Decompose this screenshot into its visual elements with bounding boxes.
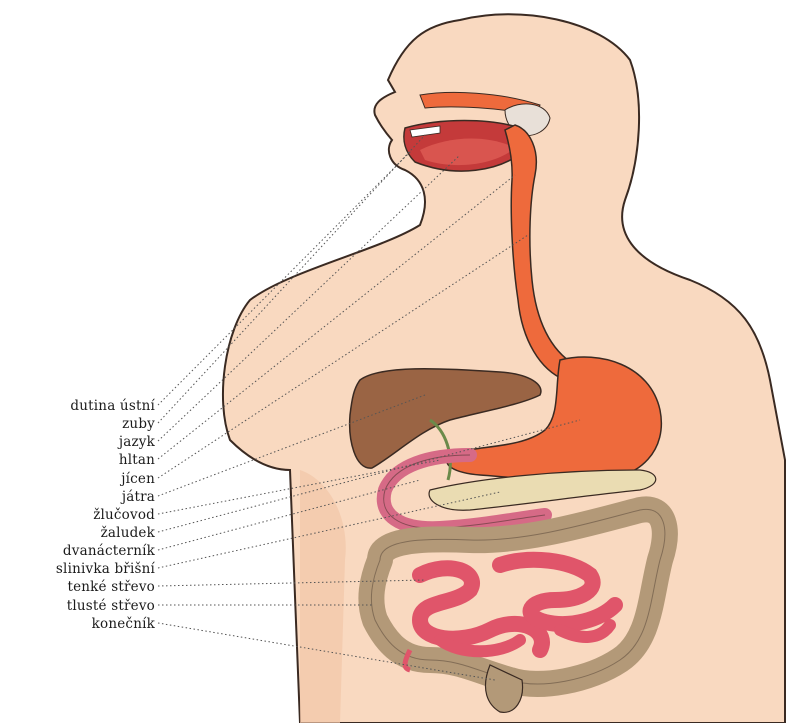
label-slinivka-brisni: slinivka břišní bbox=[56, 561, 155, 577]
label-dutina-ustni: dutina ústní bbox=[70, 398, 155, 414]
label-zlucovod: žlučovod bbox=[93, 507, 155, 523]
label-zuby: zuby bbox=[122, 416, 155, 432]
label-jazyk: jazyk bbox=[119, 434, 155, 450]
label-tenke-strevo: tenké střevo bbox=[67, 579, 155, 595]
label-dvanacternik: dvanácterník bbox=[63, 543, 155, 559]
label-konecnik: konečník bbox=[92, 616, 155, 632]
label-jicen: jícen bbox=[121, 471, 155, 487]
label-hltan: hltan bbox=[119, 452, 155, 468]
label-zaludek: žaludek bbox=[101, 525, 155, 541]
label-tluste-strevo: tlusté střevo bbox=[67, 598, 155, 614]
label-jatra: játra bbox=[122, 489, 155, 505]
